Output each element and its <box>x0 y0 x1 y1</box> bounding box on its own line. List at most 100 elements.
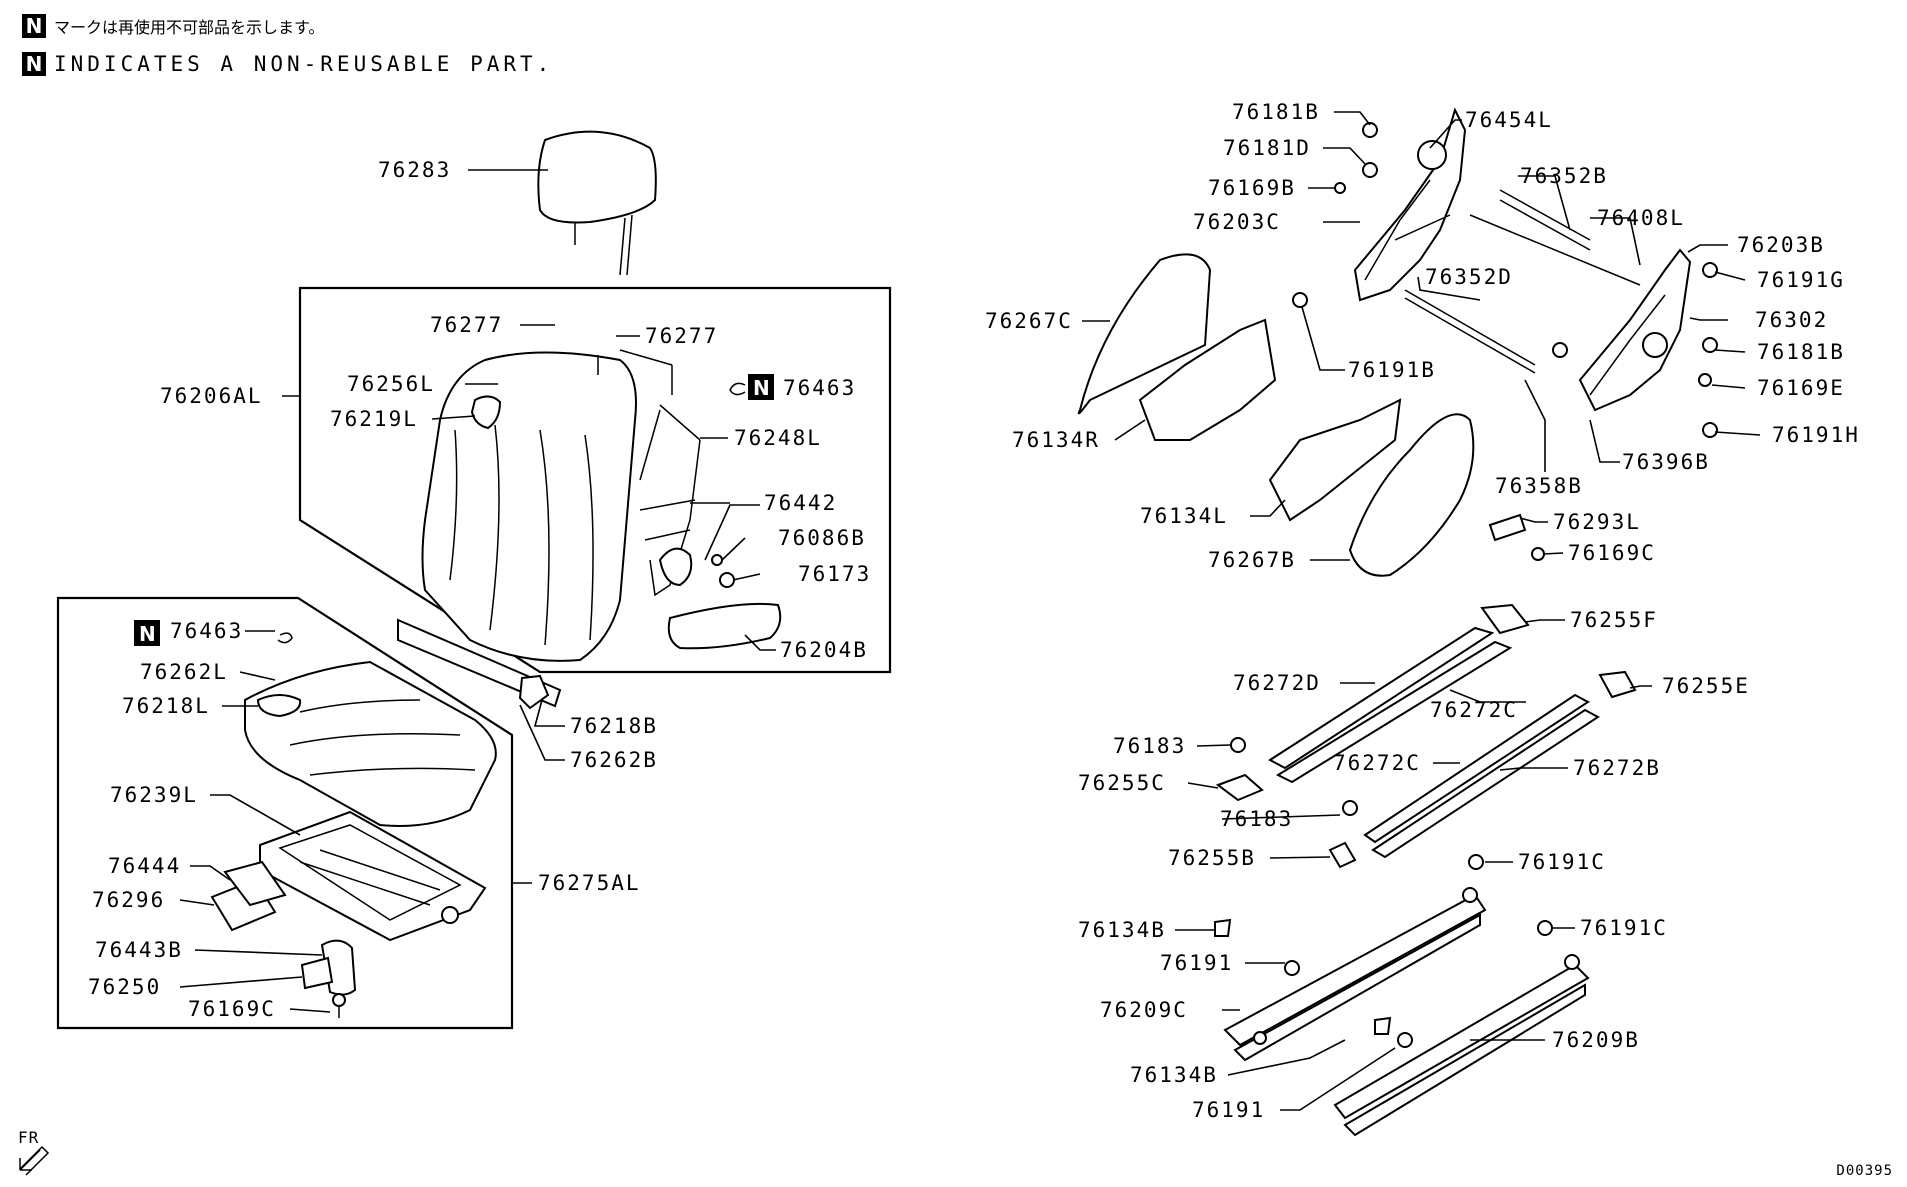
part-label: 76262L <box>140 660 228 684</box>
part-label: 76173 <box>798 562 871 586</box>
part-label: 76183 <box>1113 734 1186 758</box>
screw-drawing <box>332 993 346 1018</box>
bolt-drawing <box>1292 122 1718 561</box>
legend-en-row: N INDICATES A NON-REUSABLE PART. <box>22 52 553 76</box>
part-label: 76203B <box>1737 233 1825 257</box>
part-label: 76134B <box>1130 1063 1218 1087</box>
part-label: 76277 <box>645 324 718 348</box>
part-label: 76183 <box>1220 807 1293 831</box>
rail-trim-drawing <box>1268 626 1600 859</box>
rod-lower-drawing <box>1404 297 1536 374</box>
seatback-drawing <box>421 349 735 662</box>
seat-cushion-drawing <box>244 660 497 827</box>
seat-rail-right-drawing <box>1333 954 1590 1137</box>
rod-mid-drawing <box>1469 214 1641 286</box>
non-reusable-mark: N <box>22 14 46 38</box>
part-label: 76255C <box>1078 771 1166 795</box>
part-label: 76442 <box>764 491 837 515</box>
part-label: 76463 <box>783 376 856 400</box>
bracket-drawing <box>300 956 334 990</box>
part-label: 76191C <box>1518 850 1606 874</box>
part-label: 76181B <box>1232 100 1320 124</box>
side-cover-inner-drawing <box>1138 318 1277 441</box>
part-label: 76255B <box>1168 846 1256 870</box>
legend-text-jp: マークは再使用不可部品を示します。 <box>54 18 325 37</box>
part-label: 76206AL <box>160 384 263 408</box>
recliner-bracket-left-drawing <box>1353 107 1467 302</box>
pin-drawing <box>1230 737 1358 816</box>
rail-cover-drawing <box>1598 670 1637 699</box>
part-label: 76134B <box>1078 918 1166 942</box>
headrest-drawing <box>537 130 657 276</box>
seat-rail-left-drawing <box>1223 887 1487 1062</box>
part-label: 76250 <box>88 975 161 999</box>
rail-cover-drawing <box>1328 841 1357 869</box>
front-arrow-icon <box>19 1145 50 1176</box>
rod-upper-drawing <box>1499 189 1591 241</box>
part-label: 76443B <box>95 938 183 962</box>
part-label: 76277 <box>430 313 503 337</box>
part-label: 76191H <box>1772 423 1860 447</box>
clip-drawing <box>277 632 293 644</box>
rod-upper-drawing <box>1499 199 1591 251</box>
part-label: 76209B <box>1552 1028 1640 1052</box>
svg-text:N: N <box>753 376 770 400</box>
part-label: 76191 <box>1192 1098 1265 1122</box>
hook-drawing <box>518 674 550 710</box>
non-reusable-mark: N <box>134 620 160 646</box>
knob-drawing <box>1488 513 1527 542</box>
part-label: 76444 <box>108 854 181 878</box>
rail-bolt-drawing <box>1214 854 1553 1048</box>
part-label: 76191 <box>1160 951 1233 975</box>
legend-jp-row: N マークは再使用不可部品を示します。 <box>22 14 324 38</box>
part-label: 76463 <box>170 619 243 643</box>
part-label: 76218L <box>122 694 210 718</box>
part-label: 76267C <box>985 309 1073 333</box>
recliner-bracket-right-drawing <box>1578 248 1692 412</box>
rail-cover-drawing <box>1215 773 1264 802</box>
part-label: 76255F <box>1570 608 1658 632</box>
part-label: 76169C <box>188 997 276 1021</box>
part-label: 76256L <box>347 372 435 396</box>
part-label: 76248L <box>734 426 822 450</box>
part-label: 76191C <box>1580 916 1668 940</box>
part-label: 76275AL <box>538 871 641 895</box>
side-shield-drawing <box>1348 413 1475 577</box>
part-label: 76352B <box>1520 164 1608 188</box>
part-label: 76169C <box>1568 541 1656 565</box>
part-label: 76086B <box>778 526 866 550</box>
part-label: 76272B <box>1573 756 1661 780</box>
svg-text:N: N <box>139 622 156 646</box>
rail-cover-drawing <box>1480 603 1530 635</box>
part-label: 76408L <box>1597 206 1685 230</box>
part-label: 76239L <box>110 783 198 807</box>
side-cover-outer-drawing <box>1077 253 1212 415</box>
part-label: 76191B <box>1348 358 1436 382</box>
side-cover-left-drawing <box>1268 398 1402 522</box>
part-label: 76296 <box>92 888 165 912</box>
legend-text-en: INDICATES A NON-REUSABLE PART. <box>54 52 554 76</box>
part-label: 76293L <box>1553 510 1641 534</box>
seat-cushion-assembly-frame <box>56 596 514 1030</box>
part-label: 76134R <box>1012 428 1100 452</box>
slide-lever-drawing <box>210 860 287 932</box>
part-label: 76191G <box>1757 268 1845 292</box>
armrest-drawing <box>667 602 782 650</box>
part-label: 76209C <box>1100 998 1188 1022</box>
diagram-reference-code: D00395 <box>1836 1163 1893 1179</box>
part-label: 76352D <box>1425 265 1513 289</box>
part-label: 76203C <box>1193 210 1281 234</box>
part-label: 76255E <box>1662 674 1750 698</box>
clip-drawing <box>729 382 746 396</box>
part-label: 76169E <box>1757 376 1845 400</box>
part-label: 76396B <box>1622 450 1710 474</box>
part-label: 76219L <box>330 407 418 431</box>
part-label: 76204B <box>780 638 868 662</box>
part-label: 76218B <box>570 714 658 738</box>
part-label: 76283 <box>378 158 451 182</box>
part-label: 76134L <box>1140 504 1228 528</box>
non-reusable-mark: N <box>22 52 46 76</box>
part-label: 76169B <box>1208 176 1296 200</box>
leader-lines <box>179 111 1761 1111</box>
